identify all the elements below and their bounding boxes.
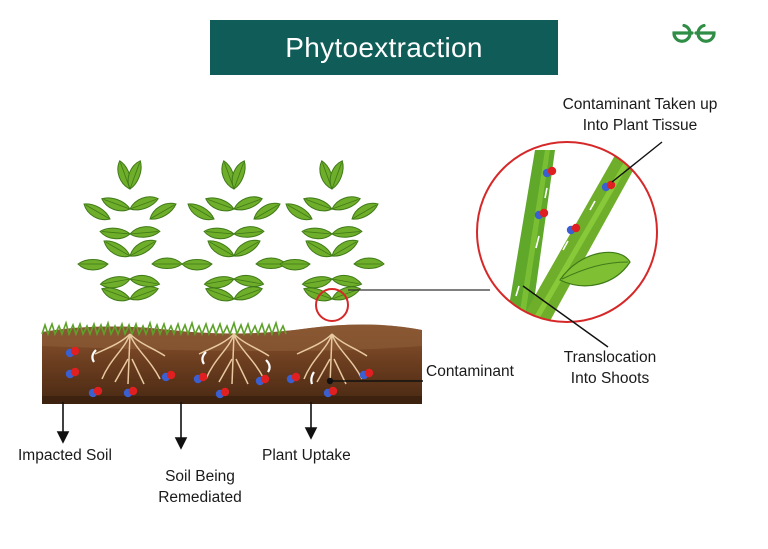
diagram-title: Phytoextraction xyxy=(285,31,483,63)
roots xyxy=(94,333,368,385)
zoom-circle xyxy=(476,141,658,323)
gfg-logo-icon xyxy=(672,23,716,43)
uptake-arrows xyxy=(91,349,315,385)
label-line: Into Shoots xyxy=(570,370,650,387)
plants xyxy=(77,159,384,334)
label-line: Remediated xyxy=(158,489,242,506)
label-plant-uptake: Plant Uptake xyxy=(262,447,351,464)
leader-lines xyxy=(326,141,663,385)
stem-highlight-circle xyxy=(315,288,349,322)
down-arrows xyxy=(56,402,318,450)
label-line: Translocation xyxy=(563,349,657,366)
label-line: Into Plant Tissue xyxy=(582,117,698,134)
label-translocation: Translocation Into Shoots xyxy=(540,347,680,389)
grass xyxy=(41,320,287,337)
label-line: Soil Being xyxy=(165,468,235,485)
label-contaminant-taken-up: Contaminant Taken up Into Plant Tissue xyxy=(540,94,740,136)
label-line: Contaminant Taken up xyxy=(562,96,718,113)
title-banner: Phytoextraction xyxy=(210,20,558,75)
label-impacted-soil: Impacted Soil xyxy=(18,447,112,464)
label-contaminant: Contaminant xyxy=(426,363,514,380)
label-soil-being-remediated: Soil Being Remediated xyxy=(140,466,260,508)
